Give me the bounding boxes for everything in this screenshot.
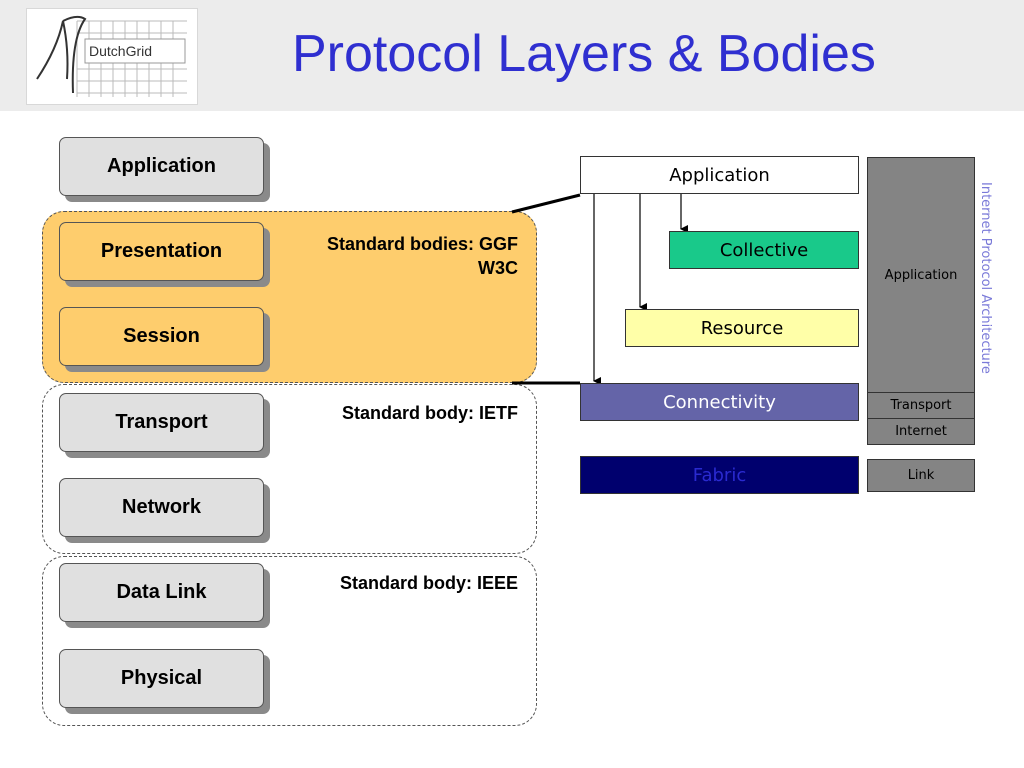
ggf-label-line1: Standard bodies: GGF [326,234,518,254]
osi-data-link-layer: Data Link [59,563,264,622]
internet-transport-layer: Transport [867,392,975,419]
grid-fabric-layer: Fabric [580,456,859,494]
ieee-label: Standard body: IEEE [339,573,518,593]
internet-link-layer: Link [867,459,975,492]
mapping-line-top [511,193,581,214]
page-title: Protocol Layers & Bodies [292,25,876,83]
logo-text: DutchGrid [89,43,153,59]
osi-application-layer: Application [59,137,264,196]
ggf-label-line2: W3C [478,258,518,278]
grid-collective-layer: Collective [669,231,859,269]
logo-graphic [36,15,187,97]
osi-presentation-layer: Presentation [59,222,264,281]
ietf-group: Standard body: IETF [42,384,537,554]
header-bar: DutchGrid Protocol Layers & Bodies [0,0,1024,111]
osi-physical-layer: Physical [59,649,264,708]
dutchgrid-logo: DutchGrid [26,8,198,105]
internet-internet-layer: Internet [867,418,975,445]
ieee-group: Standard body: IEEE [42,556,537,726]
osi-transport-layer: Transport [59,393,264,452]
grid-resource-layer: Resource [625,309,859,347]
osi-network-layer: Network [59,478,264,537]
internet-application-layer: Application [867,157,975,393]
ietf-label: Standard body: IETF [341,403,518,423]
internet-architecture-label: Internet Protocol Architecture [978,182,993,374]
ggf-w3c-label: Standard bodies: GGF W3C [327,232,518,280]
grid-application-layer: Application [580,156,859,194]
grid-connectivity-layer: Connectivity [580,383,859,421]
osi-session-layer: Session [59,307,264,366]
